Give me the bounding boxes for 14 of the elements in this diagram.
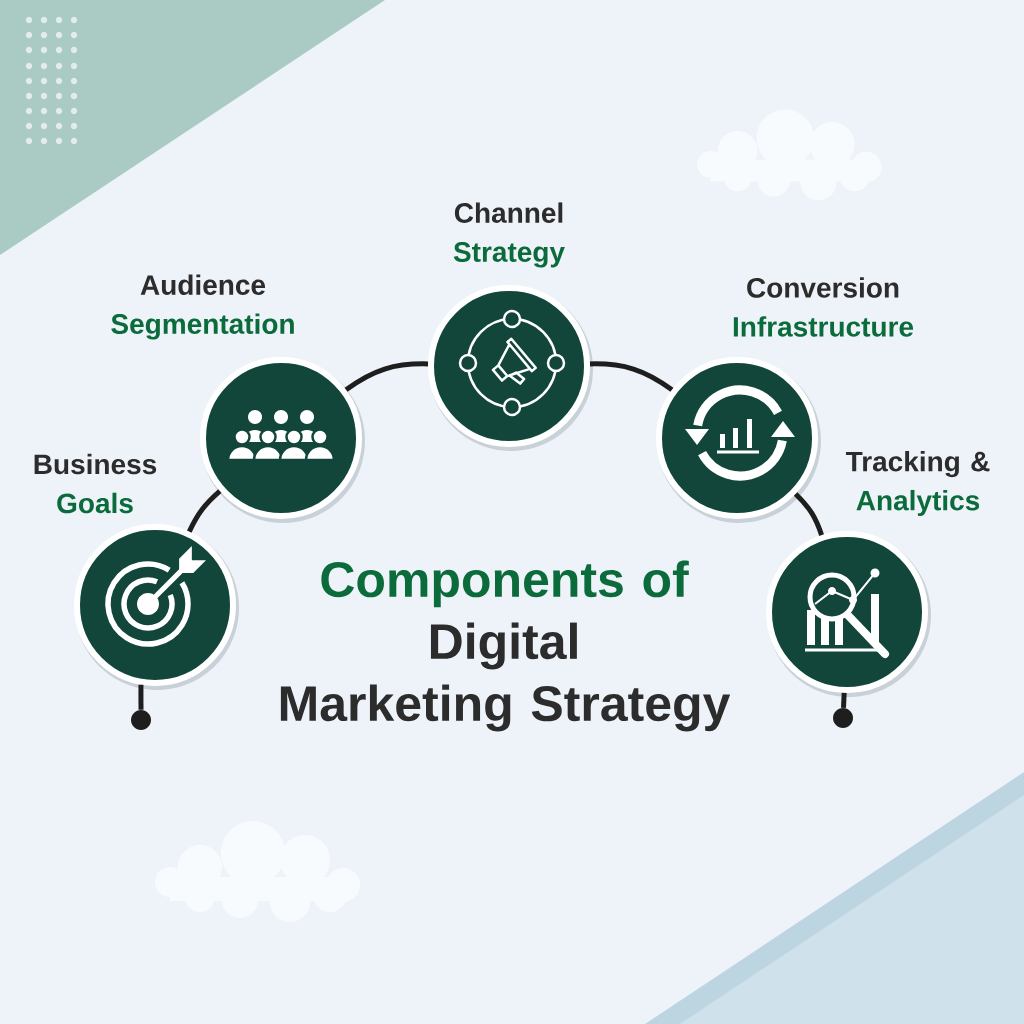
step-heading: Conversion Infrastructure [733,277,914,337]
connector-line [187,489,222,533]
connector-line [344,361,429,392]
connector-line [793,492,824,536]
step-heading: Audience Segmentation [111,274,294,340]
step-heading: Channel Strategy [453,202,565,268]
connector-line [589,361,674,392]
end-dot [833,708,853,728]
title: Components of Digital Marketing Strategy [280,560,731,732]
connector-line [841,692,847,708]
step-heading: Business Goals [34,453,157,514]
end-dot [131,710,151,730]
connector-line [138,684,144,710]
step-heading: Tracking & Analytics [845,450,990,517]
